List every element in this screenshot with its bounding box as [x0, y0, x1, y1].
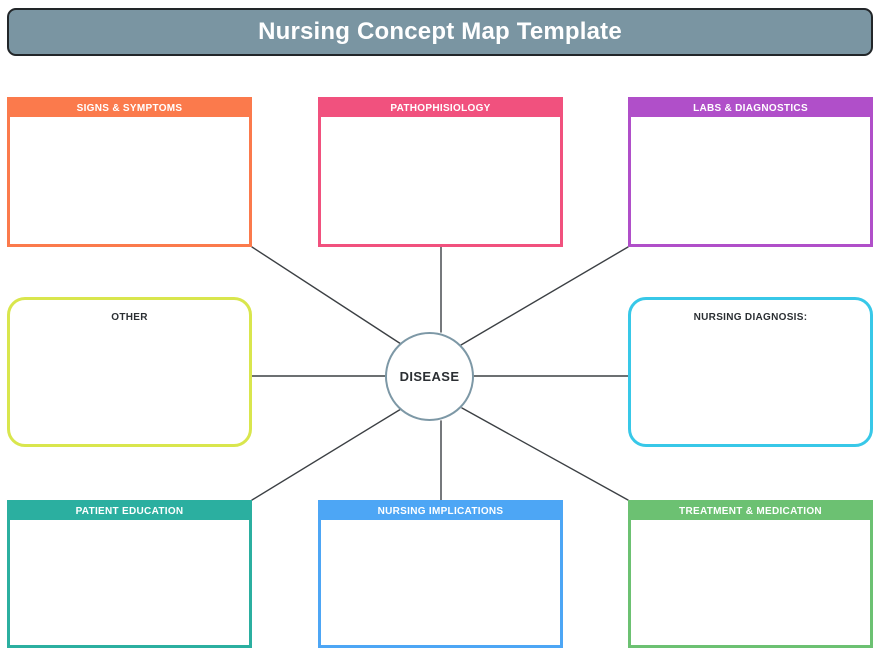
concept-node-other[interactable]: OTHER: [7, 297, 252, 447]
page-title-banner: Nursing Concept Map Template: [7, 8, 873, 56]
node-header-labs-diagnostics: LABS & DIAGNOSTICS: [631, 100, 870, 117]
connector-patient-education: [251, 408, 402, 501]
node-label-other: OTHER: [111, 312, 148, 323]
center-node-label: DISEASE: [399, 369, 460, 384]
node-header-nursing-implications: NURSING IMPLICATIONS: [321, 503, 560, 520]
node-content-area-nursing-implications[interactable]: [321, 520, 560, 645]
node-label-nursing-diagnosis: NURSING DIAGNOSIS:: [693, 312, 808, 323]
node-content-area-signs-symptoms[interactable]: [10, 117, 249, 244]
concept-node-pathophisiology[interactable]: PATHOPHISIOLOGY: [318, 97, 563, 247]
node-content-area-pathophisiology[interactable]: [321, 117, 560, 244]
node-header-patient-education: PATIENT EDUCATION: [10, 503, 249, 520]
concept-node-treatment-medication[interactable]: TREATMENT & MEDICATION: [628, 500, 873, 648]
node-header-signs-symptoms: SIGNS & SYMPTOMS: [10, 100, 249, 117]
concept-node-patient-education[interactable]: PATIENT EDUCATION: [7, 500, 252, 648]
node-content-area-nursing-diagnosis[interactable]: [631, 323, 870, 444]
node-label-nursing-implications: NURSING IMPLICATIONS: [377, 505, 504, 517]
center-node-disease[interactable]: DISEASE: [385, 332, 474, 421]
node-content-area-other[interactable]: [10, 323, 249, 444]
node-label-signs-symptoms: SIGNS & SYMPTOMS: [76, 102, 183, 114]
concept-node-nursing-diagnosis[interactable]: NURSING DIAGNOSIS:: [628, 297, 873, 447]
node-header-pathophisiology: PATHOPHISIOLOGY: [321, 100, 560, 117]
connector-labs-diagnostics: [460, 246, 629, 346]
node-content-area-patient-education[interactable]: [10, 520, 249, 645]
node-label-labs-diagnostics: LABS & DIAGNOSTICS: [693, 102, 808, 114]
concept-node-nursing-implications[interactable]: NURSING IMPLICATIONS: [318, 500, 563, 648]
node-label-pathophisiology: PATHOPHISIOLOGY: [390, 102, 491, 114]
node-content-area-treatment-medication[interactable]: [631, 520, 870, 645]
page-title: Nursing Concept Map Template: [258, 18, 622, 45]
concept-node-signs-symptoms[interactable]: SIGNS & SYMPTOMS: [7, 97, 252, 247]
connector-signs-symptoms: [251, 246, 402, 345]
connector-treatment-medication: [461, 407, 629, 501]
node-content-area-labs-diagnostics[interactable]: [631, 117, 870, 244]
node-label-patient-education: PATIENT EDUCATION: [75, 505, 184, 517]
node-label-treatment-medication: TREATMENT & MEDICATION: [679, 505, 822, 517]
concept-node-labs-diagnostics[interactable]: LABS & DIAGNOSTICS: [628, 97, 873, 247]
node-header-treatment-medication: TREATMENT & MEDICATION: [631, 503, 870, 520]
